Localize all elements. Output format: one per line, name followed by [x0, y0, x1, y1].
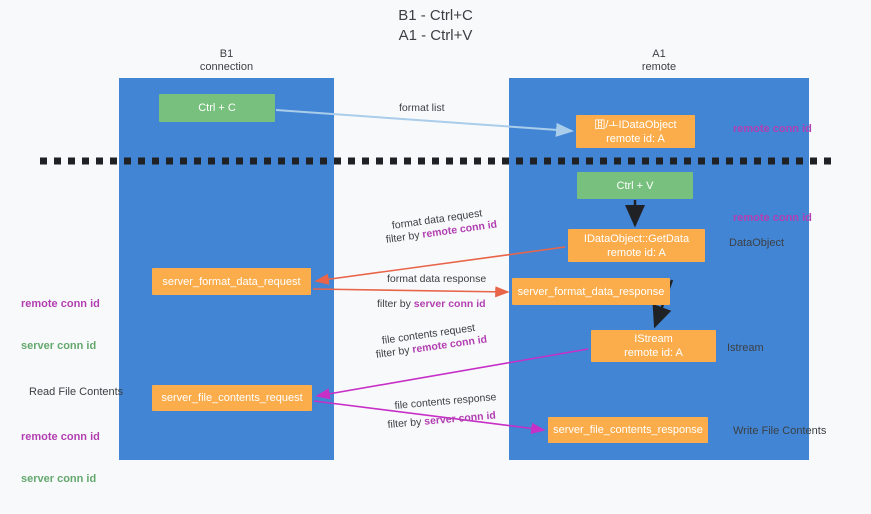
side-label-left-conn-ids: remote conn id server conn id — [21, 269, 100, 381]
title-line-1: B1 - Ctrl+C — [398, 7, 473, 24]
lane-header-a1: A1 remote — [509, 48, 809, 74]
lane-header-b1-sub: connection — [199, 61, 254, 73]
node-idataobject[interactable]: 囬/ㅗIDataObject remote id: A — [576, 115, 695, 148]
node-istream[interactable]: IStream remote id: A — [591, 330, 716, 362]
node-server-file-contents-request[interactable]: server_file_contents_request — [152, 385, 312, 411]
node-sfdreq-label: server_format_data_request — [162, 275, 301, 288]
filter-key-server-conn-id: server conn id — [413, 298, 486, 310]
node-server-format-data-response[interactable]: server_format_data_response — [512, 278, 670, 305]
filter-prefix: filter by — [385, 228, 424, 246]
node-idataobject-line2: remote id: A — [606, 132, 665, 145]
filter-prefix: filter by — [387, 415, 425, 431]
node-server-format-data-request[interactable]: server_format_data_request — [152, 268, 311, 295]
node-server-file-contents-response[interactable]: server_file_contents_response — [548, 417, 708, 443]
lane-header-a1-name: A1 — [652, 48, 666, 60]
side-label-write-file-contents: Write File Contents — [733, 425, 827, 437]
side-label-istream: Istream — [727, 342, 764, 354]
lane-header-b1-name: B1 — [219, 48, 234, 60]
side-label-left-server-conn-id: server conn id — [21, 340, 97, 352]
side-label-remote-conn-id-top: remote conn id — [733, 123, 812, 135]
side-label-left-remote-conn-id-2: remote conn id — [21, 431, 100, 443]
edge-label-format-data-response-filter: filter by server conn id — [377, 297, 486, 311]
side-label-left-server-conn-id-2: server conn id — [21, 473, 97, 485]
diagram-title: B1 - Ctrl+C A1 - Ctrl+V — [0, 6, 871, 46]
node-ctrl-v-label: Ctrl + V — [616, 179, 654, 192]
title-line-2: A1 - Ctrl+V — [398, 27, 473, 44]
node-ctrl-c-label: Ctrl + C — [198, 102, 236, 114]
node-sfdres-label: server_format_data_response — [517, 285, 665, 298]
node-sfcres-label: server_file_contents_response — [553, 424, 703, 436]
lane-header-b1: B1 connection — [119, 48, 334, 74]
node-getdata-line1: IDataObject::GetData — [583, 232, 690, 245]
edge-label-format-data-response: format data response — [387, 273, 487, 285]
filter-key-server-conn-id: server conn id — [423, 409, 497, 428]
node-istream-line2: remote id: A — [624, 347, 683, 359]
side-label-left-conn-ids-2: remote conn id server conn id — [21, 402, 100, 514]
diagram-canvas: B1 - Ctrl+C A1 - Ctrl+V B1 connection A1… — [0, 6, 871, 485]
side-label-remote-conn-id-mid: remote conn id — [733, 212, 812, 224]
node-sfcreq-label: server_file_contents_request — [161, 392, 303, 404]
edge-label-format-list: format list — [399, 102, 445, 114]
node-idataobject-line1: 囬/ㅗIDataObject — [594, 118, 677, 131]
lane-header-a1-sub: remote — [641, 61, 677, 73]
filter-prefix: filter by — [377, 298, 414, 310]
node-ctrl-c[interactable]: Ctrl + C — [159, 94, 275, 122]
node-ctrl-v[interactable]: Ctrl + V — [577, 172, 693, 199]
node-istream-line1: IStream — [634, 333, 673, 345]
side-label-dataobject: DataObject — [729, 237, 785, 249]
filter-prefix: filter by — [375, 343, 414, 361]
side-label-left-remote-conn-id: remote conn id — [21, 298, 100, 310]
edge-format-data-response — [312, 286, 510, 298]
node-idataobject-getdata[interactable]: IDataObject::GetData remote id: A — [568, 229, 705, 262]
side-label-read-file-contents: Read File Contents — [29, 386, 124, 398]
node-getdata-line2: remote id: A — [607, 246, 666, 259]
